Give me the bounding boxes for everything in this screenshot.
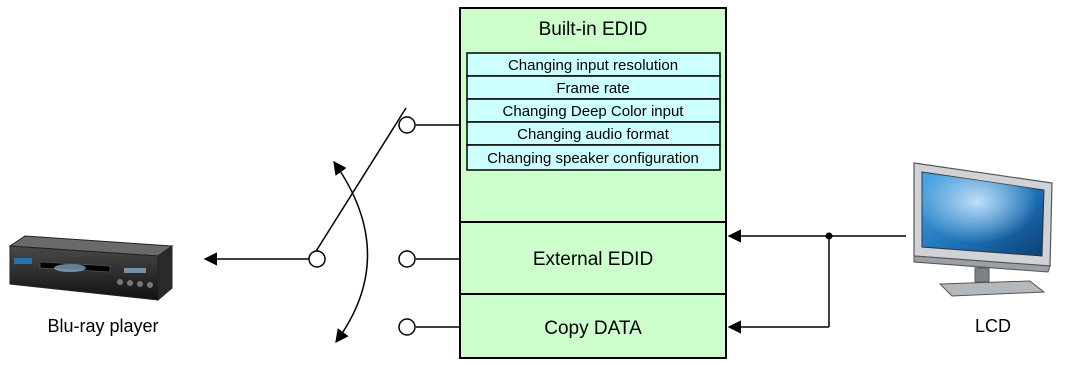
- external-edid-label: External EDID: [533, 249, 653, 270]
- contact-builtin: [398, 116, 416, 134]
- edid-item-label: Changing input resolution: [508, 57, 678, 74]
- contact-external: [398, 250, 416, 268]
- edid-item-label: Frame rate: [556, 80, 629, 97]
- builtin-edid-title: Built-in EDID: [539, 19, 648, 40]
- lcd-edid-lines: [727, 229, 906, 334]
- contact-copy: [398, 318, 416, 336]
- copy-data-label: Copy DATA: [544, 318, 642, 339]
- edid-item-label: Changing Deep Color input: [503, 103, 685, 120]
- switch-rotation-arrow: [333, 160, 369, 344]
- edid-item-box: [466, 144, 721, 171]
- switch-arm: [312, 107, 407, 257]
- blu-ray-player-label: Blu-ray player: [47, 316, 158, 336]
- lcd-monitor-icon: [913, 162, 1053, 297]
- edid-item-label: Changing speaker configuration: [487, 150, 699, 167]
- lcd-label: LCD: [975, 316, 1011, 336]
- copy-data-section: [459, 293, 727, 359]
- edid-item-label: Changing audio format: [517, 126, 670, 143]
- blu-ray-player-icon: [8, 235, 174, 302]
- switch-pivot: [308, 250, 326, 268]
- external-edid-section: [459, 221, 727, 295]
- edid-box: Built-in EDID Changing input resolution …: [459, 7, 727, 359]
- builtin-edid-items: Changing input resolution Frame rate Cha…: [466, 52, 721, 171]
- selector-switch: [203, 107, 460, 344]
